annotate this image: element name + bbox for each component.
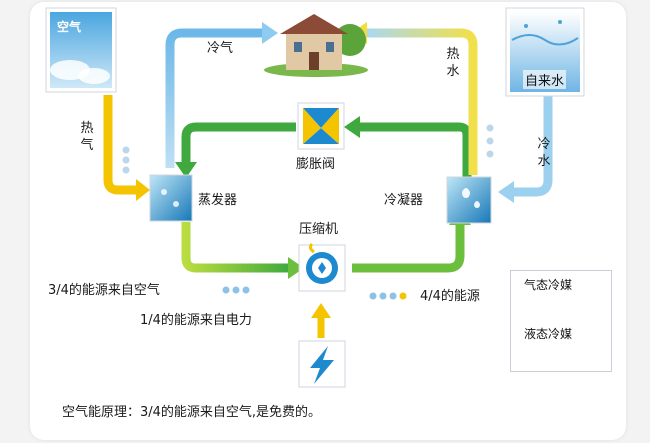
cold-air-flow bbox=[165, 22, 278, 168]
evaporator-label: 蒸发器 bbox=[198, 193, 238, 208]
expansion-valve-icon bbox=[297, 102, 345, 150]
hot-air-flow bbox=[103, 95, 150, 201]
hot-air-label: 热气 bbox=[80, 121, 94, 153]
footer-caption: 空气能原理：3/4的能源来自空气,是免费的。 bbox=[62, 405, 322, 420]
hot-water-flow bbox=[351, 22, 478, 175]
evaporator-icon bbox=[149, 174, 193, 222]
cold-water-label: 冷水 bbox=[537, 137, 551, 169]
legend bbox=[510, 270, 612, 372]
tap-water-label: 自来水 bbox=[523, 70, 567, 89]
expansion-valve-label: 膨胀阀 bbox=[296, 157, 336, 172]
sky-tag: 空气 bbox=[57, 20, 82, 34]
lightning-icon bbox=[298, 340, 346, 388]
compressor-icon bbox=[298, 242, 346, 292]
hot-water-label: 热水 bbox=[446, 47, 460, 79]
energy-arrows bbox=[311, 303, 331, 338]
condenser-icon bbox=[446, 176, 492, 224]
from-electricity-label: 1/4的能源来自电力 bbox=[140, 313, 252, 328]
sky-icon bbox=[45, 7, 117, 93]
house-icon bbox=[264, 14, 368, 77]
legend-gas-label: 气态冷媒 bbox=[524, 278, 573, 292]
from-air-label: 3/4的能源来自空气 bbox=[48, 283, 160, 298]
total-energy-label: 4/4的能源 bbox=[420, 289, 480, 304]
bubble-dots bbox=[122, 124, 494, 300]
liquid-loop bbox=[175, 116, 472, 178]
cold-air-label: 冷气 bbox=[207, 41, 234, 56]
condenser-label: 冷凝器 bbox=[384, 193, 424, 208]
cold-water-flow bbox=[498, 95, 553, 203]
compressor-label: 压缩机 bbox=[299, 222, 339, 237]
legend-liquid-label: 液态冷媒 bbox=[524, 327, 573, 341]
